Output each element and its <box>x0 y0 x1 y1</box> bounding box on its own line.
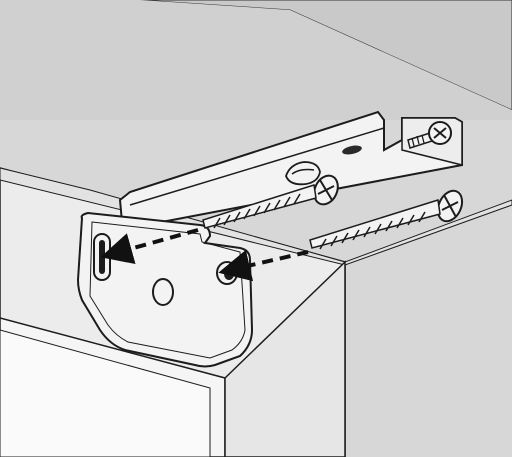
adjustment-screw <box>407 121 452 149</box>
arrow-to-round-hole <box>218 249 309 282</box>
wall-upper <box>0 0 512 120</box>
screw-upper <box>202 174 339 229</box>
arm-slot-hole <box>342 145 362 155</box>
cabinet-corner <box>224 260 346 457</box>
bracket-arm-fold-line <box>129 127 385 206</box>
arrow-to-slot-hole <box>100 228 199 265</box>
bracket-plate-inner-edge <box>89 221 246 359</box>
slot-hole-inner <box>99 240 105 274</box>
screw-lower <box>309 189 464 250</box>
cabinet-door <box>0 329 211 457</box>
center-hole <box>152 278 174 306</box>
cam-nut <box>285 161 321 186</box>
